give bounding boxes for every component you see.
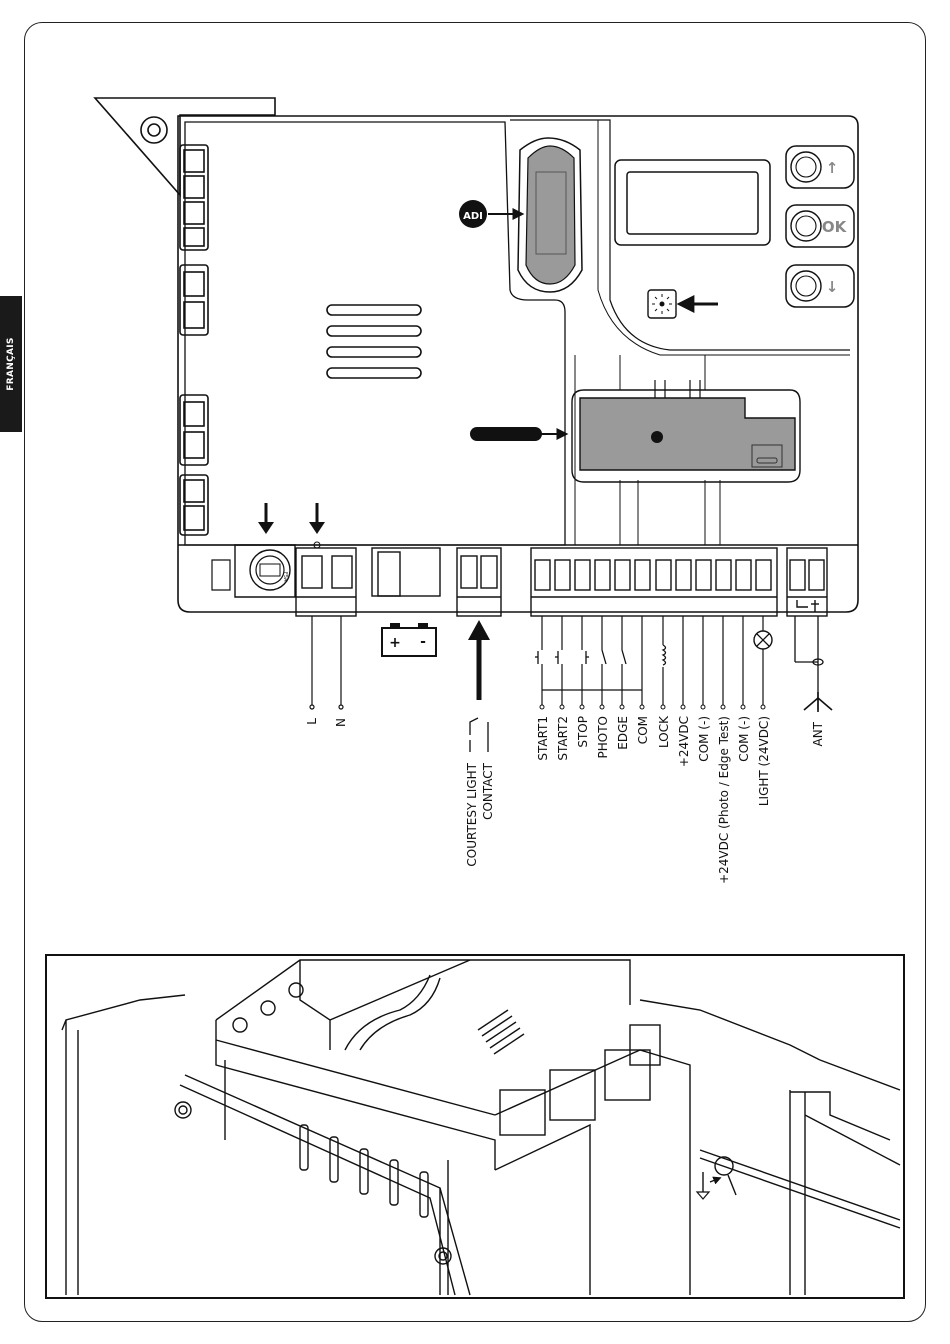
terminal-label-com-minus-2: COM (-) (737, 716, 751, 762)
ok-button[interactable]: OK (786, 205, 854, 247)
battery-minus: - (420, 634, 426, 650)
down-arrow-icon: ↓ (826, 278, 839, 296)
fuse-holder: F5A (212, 545, 295, 597)
terminal-label-com-minus: COM (-) (697, 716, 711, 762)
power-wires (310, 616, 343, 709)
arrow-fuse-icon (258, 503, 274, 534)
contact-switch-icon (470, 718, 488, 752)
terminal-label-edge: EDGE (616, 716, 630, 750)
terminal-label-start2: START2 (556, 716, 570, 761)
ground-arrow-icon (697, 1172, 720, 1199)
fuse-marking: F5A (282, 572, 288, 582)
control-terminal-strip (531, 548, 777, 616)
terminal-label-24vdc-test: +24VDC (Photo / Edge Test) (717, 716, 731, 884)
control-board (95, 98, 858, 612)
terminal-label-photo: PHOTO (596, 716, 610, 758)
courtesy-label-line2: CONTACT (481, 762, 495, 820)
courtesy-terminal-block (457, 548, 501, 616)
terminal-label-l: L (305, 718, 319, 725)
antenna-label: ANT (811, 721, 825, 746)
terminal-label-n: N (334, 718, 348, 727)
lamp-icon (754, 631, 772, 649)
board-buttons: ↑ OK ↓ (786, 146, 854, 307)
lcd-display (615, 160, 770, 245)
terminal-label-start1: START1 (536, 716, 550, 761)
status-led (648, 290, 718, 318)
battery-plus: + (389, 635, 401, 651)
terminal-label-com: COM (636, 716, 650, 744)
terminal-label-light: LIGHT (24VDC) (757, 716, 771, 806)
terminal-labels: START1 START2 STOP PHOTO EDGE COM LOCK +… (536, 715, 771, 884)
terminal-label-24vdc: +24VDC (677, 716, 691, 767)
arrow-power-led-icon (309, 503, 325, 548)
battery-icon: + - (382, 623, 436, 656)
terminal-label-lock: LOCK (657, 715, 671, 748)
terminal-dots (540, 705, 765, 709)
courtesy-arrow-icon (468, 620, 490, 700)
up-button[interactable]: ↑ (786, 146, 854, 188)
antenna-icon (804, 692, 832, 712)
terminal-label-stop: STOP (576, 716, 590, 748)
ok-label: OK (822, 218, 848, 236)
adi-badge-label: ADI (463, 211, 483, 222)
courtesy-label-line1: COURTESY LIGHT (465, 762, 479, 866)
gray-module (470, 380, 800, 482)
switch-symbols (535, 650, 628, 664)
battery-connector (372, 548, 440, 596)
installation-illustration (46, 955, 904, 1298)
antenna-terminal-block (787, 548, 827, 616)
lock-coil-icon (657, 645, 669, 667)
down-button[interactable]: ↓ (786, 265, 854, 307)
control-wires (542, 616, 763, 705)
adi-slot: ADI (459, 138, 582, 292)
up-arrow-icon: ↑ (826, 159, 839, 177)
power-terminal-block (296, 548, 356, 616)
